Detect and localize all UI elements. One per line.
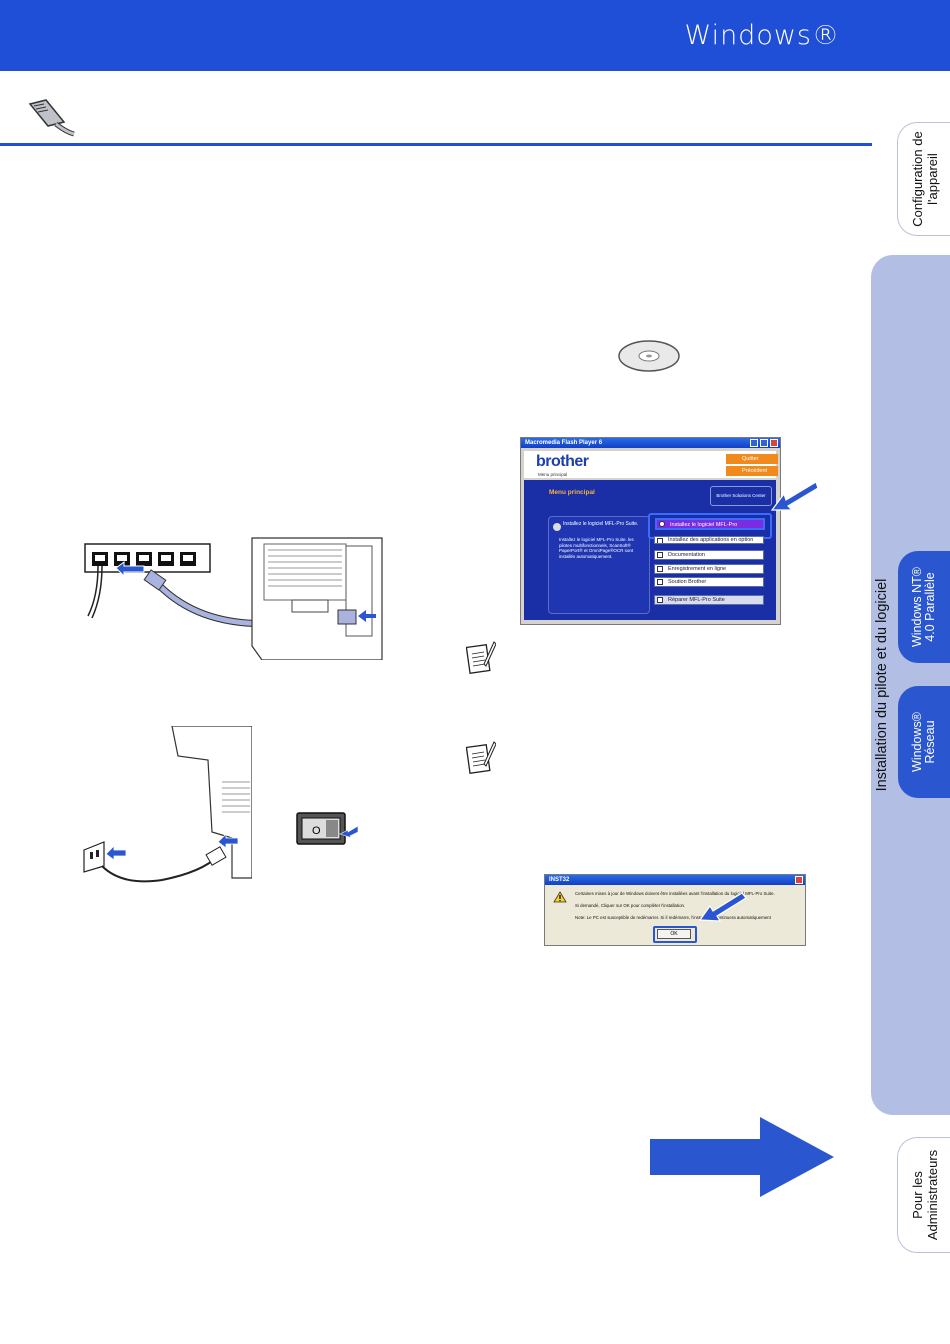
installation-panel-label: Installation du pilote et du logiciel	[874, 578, 890, 792]
tab-administrators-label: Pour les Administrateurs	[909, 1149, 940, 1241]
brother-support-button[interactable]: Soution Brother	[654, 577, 764, 587]
online-registration-button[interactable]: Enregistrement en ligne	[654, 564, 764, 574]
menu-item-label: Documentation	[668, 552, 705, 558]
dialog-titlebar: INST32	[545, 875, 805, 885]
disc-icon	[657, 538, 663, 543]
documentation-button[interactable]: Documentation	[654, 550, 764, 560]
info-box: Installez le logiciel MFL-Pro Suite. Ins…	[548, 516, 650, 614]
header-band	[0, 0, 950, 71]
tab-administrators[interactable]: Pour les Administrateurs	[897, 1137, 950, 1253]
header-title: Windows®	[684, 20, 840, 51]
document-icon	[657, 552, 663, 558]
pen-icon	[657, 566, 663, 572]
note-icon	[466, 641, 496, 674]
menu-item-label: Installez des applications en option	[668, 537, 754, 543]
main-menu-heading: Menu principal	[549, 489, 595, 496]
ok-button[interactable]: OK	[657, 929, 691, 939]
installation-panel	[871, 255, 950, 1115]
brother-banner: brother Menu principal Quitter Précédent	[524, 451, 778, 478]
info-body: Installez le logiciel MFL-Pro Suite. les…	[559, 537, 634, 559]
tab-configuration[interactable]: Configuration de l'appareil	[897, 122, 950, 236]
disc-icon	[659, 521, 665, 527]
maximize-button[interactable]	[760, 439, 768, 447]
close-button[interactable]	[770, 439, 778, 447]
menu-item-label: Enregistrement en ligne	[668, 566, 727, 572]
inst32-dialog: INST32 Certaines mises à jour de Windows…	[544, 874, 806, 946]
optional-apps-button[interactable]: Installez des applications en option	[654, 536, 764, 544]
tab-windows-nt-parallel-label: Windows NT® 4.0 Parallèle	[910, 566, 937, 648]
disc-icon	[553, 523, 561, 531]
window-icon	[657, 579, 663, 585]
warning-icon	[553, 891, 567, 903]
ok-highlight	[653, 926, 697, 943]
header-rule	[0, 143, 872, 146]
tab-windows-network-label: Windows® Réseau	[910, 712, 937, 772]
info-title: Installez le logiciel MFL-Pro Suite.	[563, 521, 639, 527]
network-hub-printer-illustration	[84, 537, 383, 660]
banner-subtitle: Menu principal	[538, 472, 568, 477]
menu-item-label: Installez le logiciel MFL-Pro	[670, 522, 738, 528]
solutions-center-logo[interactable]: Brother Solutions Center	[710, 486, 772, 506]
menu-item-label: Soution Brother	[668, 579, 707, 585]
brother-logo: brother	[536, 453, 589, 470]
tab-configuration-label: Configuration de l'appareil	[909, 131, 940, 227]
install-mfl-pro-button[interactable]: Installez le logiciel MFL-Pro	[655, 518, 765, 530]
pointer-arrow-icon	[770, 481, 819, 511]
minimize-button[interactable]	[750, 439, 758, 447]
tab-windows-nt-parallel[interactable]: Windows NT® 4.0 Parallèle	[898, 551, 950, 663]
close-button[interactable]	[795, 876, 803, 884]
plus-icon	[657, 597, 663, 603]
dialog-line-2: Si demandé, Cliquer sur OK pour compléte…	[575, 903, 686, 908]
network-cable-icon	[28, 99, 75, 137]
dialog-line-1: Certaines mises à jour de Windows doiven…	[575, 891, 775, 896]
flash-player-titlebar: Macromedia Flash Player 6	[521, 438, 780, 448]
tab-windows-network[interactable]: Windows® Réseau	[898, 686, 950, 798]
repair-button[interactable]: Réparer MFL-Pro Suite	[654, 595, 764, 605]
back-button[interactable]: Précédent	[726, 466, 778, 476]
cd-rom-icon	[618, 340, 680, 372]
power-cord-illustration	[83, 726, 252, 883]
power-switch-illustration: O	[296, 812, 358, 845]
note-icon	[466, 741, 496, 774]
switch-off-symbol: O	[312, 825, 321, 837]
menu-item-label: Réparer MFL-Pro Suite	[668, 597, 725, 603]
dialog-line-3: Note: Le PC est susceptible de redémarre…	[575, 915, 771, 920]
next-page-arrow-icon[interactable]	[650, 1117, 836, 1197]
quit-button[interactable]: Quitter	[726, 454, 778, 464]
pointer-arrow-icon	[698, 892, 747, 922]
